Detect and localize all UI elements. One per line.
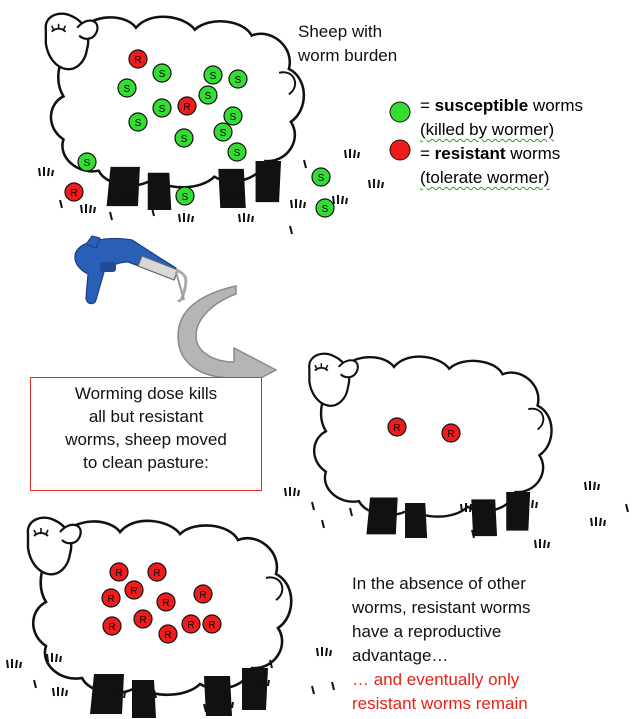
sheep-bottom	[28, 518, 291, 718]
svg-text:S: S	[220, 128, 227, 139]
worm-susceptible: S	[224, 107, 242, 125]
svg-text:S: S	[234, 148, 241, 159]
worm-susceptible: S	[153, 99, 171, 117]
worm-susceptible: S	[229, 70, 247, 88]
legend-susceptible-bold: susceptible	[435, 96, 529, 115]
svg-text:R: R	[162, 598, 169, 609]
worm-susceptible: S	[204, 66, 222, 84]
svg-text:R: R	[108, 622, 115, 633]
worm-susceptible: S	[199, 86, 217, 104]
worm-resistant: R	[102, 589, 120, 607]
svg-text:S: S	[235, 75, 242, 86]
legend-resistant-suffix: worms	[506, 144, 561, 163]
worm-resistant: R	[65, 183, 83, 201]
bottom-line-4: advantage…	[352, 644, 637, 668]
worm-susceptible: S	[118, 79, 136, 97]
legend-resistant-bold: resistant	[435, 144, 506, 163]
bottom-line-3: have a reproductive	[352, 620, 637, 644]
svg-text:S: S	[181, 134, 188, 145]
legend-susceptible-suffix: worms	[528, 96, 583, 115]
svg-text:S: S	[210, 71, 217, 82]
svg-text:S: S	[159, 104, 166, 115]
worm-resistant: R	[134, 610, 152, 628]
worm-susceptible: S	[228, 143, 246, 161]
svg-text:R: R	[187, 620, 194, 631]
svg-text:S: S	[182, 192, 189, 203]
worm-resistant: R	[103, 617, 121, 635]
drench-gun-icon	[75, 236, 186, 304]
worm-susceptible: S	[153, 64, 171, 82]
svg-text:R: R	[447, 429, 454, 440]
worm-susceptible: S	[176, 187, 194, 205]
svg-text:R: R	[164, 630, 171, 641]
top-caption-line-2: worm burden	[298, 44, 458, 68]
legend-resistant-note-text: (tolerate wormer)	[420, 168, 549, 187]
worm-resistant: R	[148, 563, 166, 581]
svg-text:S: S	[230, 112, 237, 123]
svg-text:S: S	[318, 173, 325, 184]
svg-text:R: R	[115, 568, 122, 579]
dose-callout-box: Worming dose kills all but resistant wor…	[30, 377, 262, 491]
worm-susceptible: S	[312, 168, 330, 186]
legend-susceptible-note: (killed by wormer)	[420, 118, 554, 142]
svg-text:S: S	[124, 84, 131, 95]
legend-resistant-dot	[390, 140, 410, 160]
worm-resistant: R	[178, 97, 196, 115]
svg-text:S: S	[84, 158, 91, 169]
svg-text:R: R	[199, 590, 206, 601]
worm-resistant: R	[442, 424, 460, 442]
worm-susceptible: S	[78, 153, 96, 171]
worm-susceptible: S	[316, 199, 334, 217]
legend-resistant-note: (tolerate wormer)	[420, 166, 549, 190]
dose-line-2: all but resistant	[31, 405, 261, 428]
worm-resistant: R	[129, 50, 147, 68]
worm-resistant: R	[388, 418, 406, 436]
svg-text:S: S	[322, 204, 329, 215]
svg-text:S: S	[135, 118, 142, 129]
bottom-red-line-1: … and eventually only	[352, 668, 637, 692]
legend-prefix: =	[420, 96, 435, 115]
worm-resistant: R	[157, 593, 175, 611]
bottom-red-line-2: resistant worms remain	[352, 692, 637, 716]
sheep-middle	[309, 354, 551, 538]
worm-resistant: R	[203, 615, 221, 633]
legend-resistant: = resistant worms	[420, 142, 560, 166]
bottom-line-1: In the absence of other	[352, 572, 637, 596]
bottom-line-2: worms, resistant worms	[352, 596, 637, 620]
worm-susceptible: S	[129, 113, 147, 131]
svg-text:R: R	[107, 594, 114, 605]
top-caption-line-1: Sheep with	[298, 20, 458, 44]
legend-susceptible-note-text: (killed by wormer)	[420, 120, 554, 139]
legend-prefix: =	[420, 144, 435, 163]
svg-text:R: R	[134, 55, 141, 66]
svg-text:R: R	[393, 423, 400, 434]
top-caption: Sheep with worm burden	[298, 20, 458, 68]
legend-susceptible-dot	[390, 102, 410, 122]
worm-resistant: R	[159, 625, 177, 643]
dose-line-1: Worming dose kills	[31, 382, 261, 405]
worm-resistant: R	[182, 615, 200, 633]
svg-text:S: S	[205, 91, 212, 102]
worm-susceptible: S	[175, 129, 193, 147]
svg-text:R: R	[183, 102, 190, 113]
worm-resistant: R	[125, 581, 143, 599]
svg-text:R: R	[153, 568, 160, 579]
worm-resistant: R	[110, 563, 128, 581]
sheep-top	[46, 14, 304, 210]
svg-text:R: R	[70, 188, 77, 199]
worm-resistant: R	[194, 585, 212, 603]
svg-text:R: R	[139, 615, 146, 626]
dose-line-3: worms, sheep moved	[31, 428, 261, 451]
legend-susceptible: = susceptible worms	[420, 94, 583, 118]
bottom-explanation: In the absence of other worms, resistant…	[352, 572, 637, 716]
dose-line-4: to clean pasture:	[31, 451, 261, 474]
worm-susceptible: S	[214, 123, 232, 141]
svg-text:S: S	[159, 69, 166, 80]
svg-text:R: R	[208, 620, 215, 631]
svg-text:R: R	[130, 586, 137, 597]
